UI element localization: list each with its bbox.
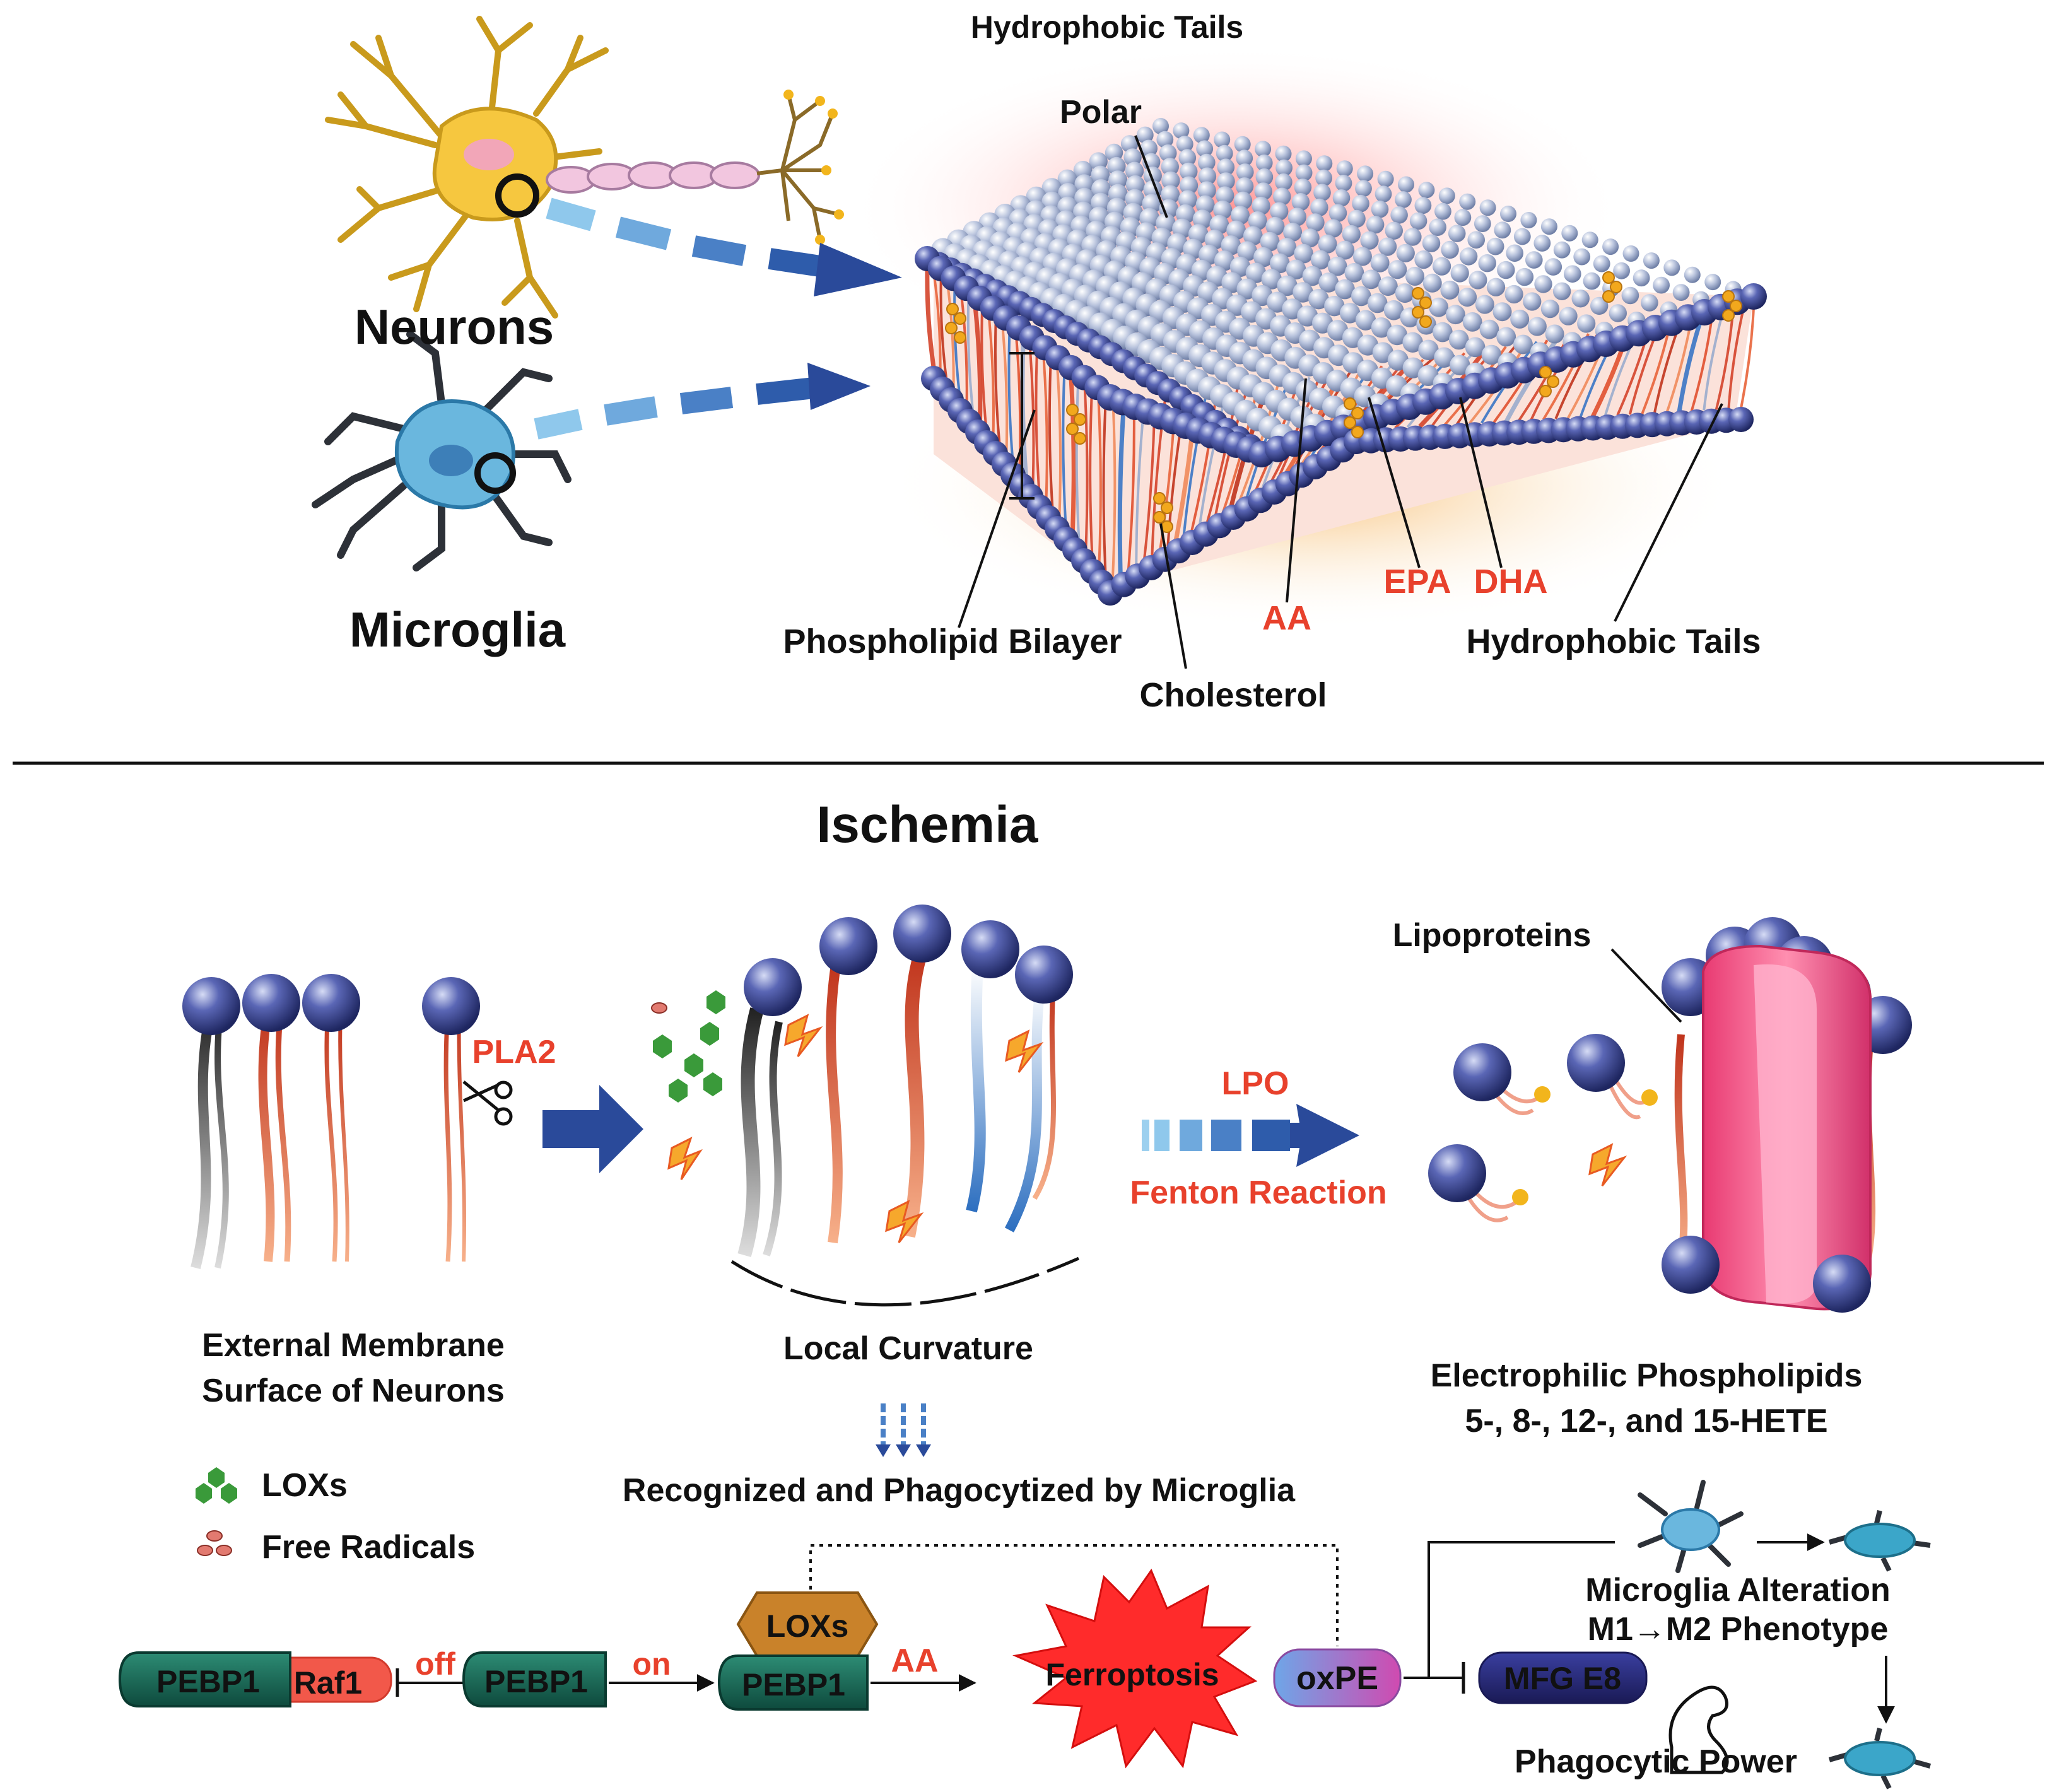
raf1-label: Raf1 (294, 1665, 362, 1701)
cholesterol-clusters (945, 271, 1742, 533)
label-pla2: PLA2 (472, 1034, 556, 1070)
neuron-focus-circle (495, 173, 539, 218)
pebp1-block-3 (717, 1654, 869, 1711)
legend-loxs-icon (196, 1467, 237, 1504)
label-off: off (415, 1646, 455, 1682)
electrophilic-phospholipids-illustration (1428, 917, 1912, 1313)
neuron-to-membrane-arrow (546, 197, 902, 296)
pebp1-label-1: PEBP1 (156, 1664, 260, 1699)
label-aa-pathway: AA (891, 1643, 938, 1679)
mfge8-pill (1478, 1651, 1648, 1704)
label-oxpe: oxPE (1296, 1660, 1378, 1697)
label-external-membrane-line2: Surface of Neurons (202, 1373, 505, 1409)
label-cholesterol: Cholesterol (1139, 676, 1327, 714)
microglia-to-membrane-arrow (534, 363, 871, 440)
label-microglia: Microglia (349, 602, 566, 657)
dotted-connector (809, 1544, 1339, 1646)
microglia-m2-icon (1828, 1510, 1931, 1572)
label-hydrophobic-tails: Hydrophobic Tails (1466, 623, 1761, 660)
lightning-marks (667, 1014, 1627, 1243)
microglia-illustration (312, 331, 572, 571)
lipoproteins-leader (1610, 948, 1682, 1023)
pebp1-label-2: PEBP1 (484, 1664, 588, 1699)
label-local-curvature: Local Curvature (783, 1330, 1033, 1367)
recognized-down-arrows (876, 1403, 931, 1457)
label-ferroptosis: Ferroptosis (1045, 1657, 1219, 1692)
label-neurons: Neurons (355, 299, 554, 354)
legend-loxs-label: LOXs (262, 1467, 348, 1504)
pebp1-raf1-complex (118, 1651, 392, 1707)
loxs-label: LOXs (766, 1608, 849, 1644)
label-electrophilic-line1: Electrophilic Phospholipids (1431, 1357, 1863, 1394)
pebp1-label-3: PEBP1 (742, 1667, 845, 1702)
ferroptosis-burst (1012, 1568, 1258, 1769)
scissors-icon (462, 1080, 513, 1126)
label-phagocytic-power: Phagocytic Power (1515, 1743, 1797, 1780)
label-lipoproteins: Lipoproteins (1393, 917, 1592, 954)
arm-flex-icon (1668, 1685, 1729, 1774)
microglia-focus-circle (474, 452, 516, 494)
loxs-cluster (653, 990, 725, 1103)
label-mfge8: MFG E8 (1504, 1661, 1621, 1696)
label-lpo: LPO (1222, 1065, 1289, 1102)
label-on: on (632, 1646, 671, 1682)
label-fenton-reaction: Fenton Reaction (1130, 1174, 1387, 1211)
label-alteration-line2: M1→M2 Phenotype (1588, 1611, 1889, 1648)
neuron-illustration (325, 16, 844, 319)
legend-free-radicals-label: Free Radicals (262, 1529, 475, 1566)
pla2-arrow (542, 1085, 643, 1173)
free-radicals-cluster (651, 1002, 667, 1014)
oxpe-pill (1273, 1648, 1402, 1707)
microglia-m2-bottom-icon (1828, 1728, 1932, 1789)
label-phospholipid-bilayer: Phospholipid Bilayer (783, 623, 1122, 660)
label-alteration-line1: Microglia Alteration (1585, 1572, 1890, 1608)
local-curvature-illustration (730, 905, 1080, 1307)
label-recognized: Recognized and Phagocytized by Microglia (623, 1472, 1296, 1509)
label-electrophilic-line2: 5-, 8-, 12-, and 15-HETE (1465, 1403, 1827, 1439)
label-dha: DHA (1474, 563, 1548, 600)
top-leader-lines (958, 135, 1723, 669)
label-external-membrane-line1: External Membrane (202, 1327, 505, 1364)
alteration-branch-line (1428, 1541, 1615, 1678)
phospholipid-bottom-layer (921, 366, 1754, 606)
label-epa: EPA (1383, 563, 1451, 600)
external-membrane-illustration (182, 974, 480, 1269)
microglia-m1-icon (1638, 1480, 1744, 1573)
legend-free-radicals-icon (197, 1530, 232, 1556)
label-ischemia: Ischemia (817, 796, 1039, 853)
label-aa: AA (1262, 599, 1311, 637)
pebp1-block-2 (462, 1651, 607, 1707)
lpo-arrow (1142, 1104, 1359, 1167)
label-polar: Polar (1060, 94, 1142, 131)
phospholipid-head-layer (915, 118, 1767, 467)
label-hydrophobic-tails-top: Hydrophobic Tails (971, 9, 1243, 45)
